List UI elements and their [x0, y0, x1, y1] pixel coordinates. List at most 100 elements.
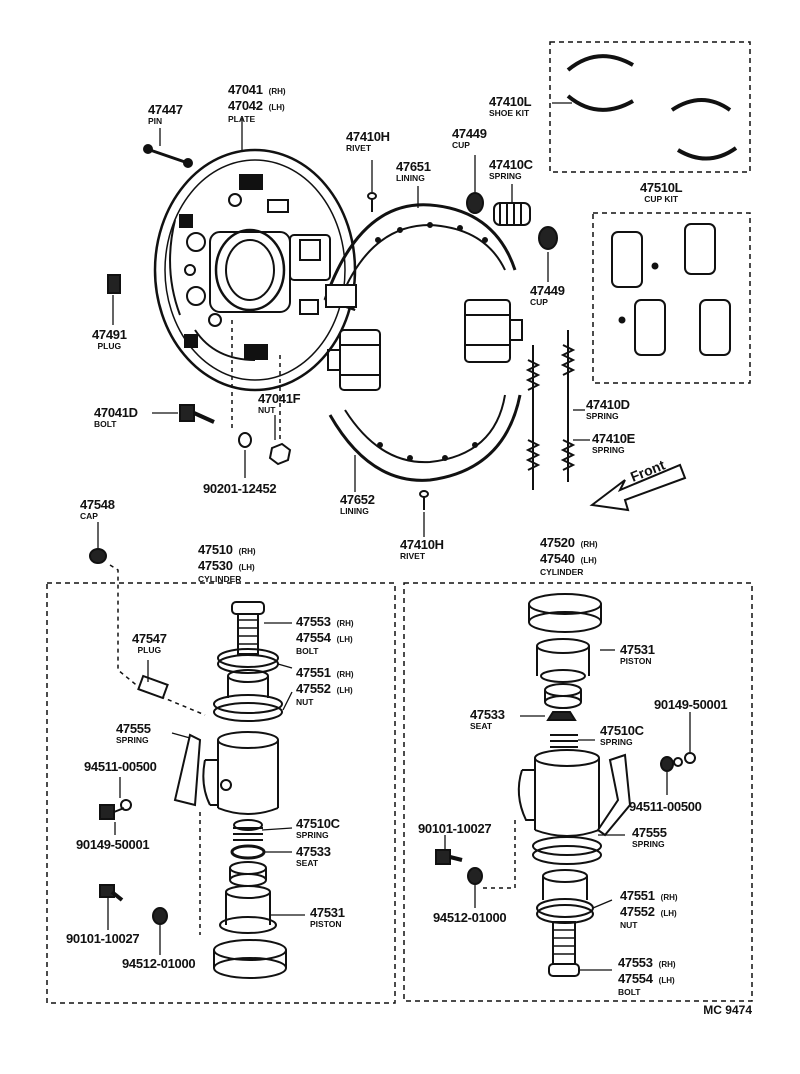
left-plug-part — [137, 674, 169, 700]
label-spring-d: 47410D SPRING — [586, 398, 630, 421]
left-seat — [230, 844, 266, 860]
left-small-bolt-b — [99, 884, 124, 902]
part-name: BOLT — [618, 987, 641, 997]
right-cylinder-body — [517, 749, 600, 837]
part-number: 47491 — [92, 327, 127, 342]
washer-top-part — [238, 432, 252, 448]
part-number: 47042 — [228, 98, 263, 113]
label-spring-e: 47410E SPRING — [592, 432, 635, 455]
label-left-bolt: 47553(RH) 47554(LH) BOLT — [296, 614, 354, 656]
side-tag: (LH) — [268, 103, 285, 112]
side-tag: (LH) — [658, 976, 675, 985]
part-name: PLUG — [97, 341, 122, 351]
part-name: RIVET — [346, 143, 372, 153]
part-number: 90101-10027 — [66, 931, 140, 946]
label-lining-top: 47651 LINING — [396, 160, 431, 183]
label-left-94512: 94512-01000 — [122, 956, 196, 971]
part-number: 47041F — [258, 391, 301, 406]
part-number: 47449 — [530, 283, 565, 298]
left-bleeder-bolt — [231, 601, 265, 655]
label-right-nut: 47551(RH) 47552(LH) NUT — [620, 888, 678, 930]
side-tag: (RH) — [658, 960, 676, 969]
right-seat — [546, 711, 577, 721]
part-name: SEAT — [470, 721, 493, 731]
side-tag: (RH) — [336, 619, 354, 628]
part-number: 47552 — [620, 904, 655, 919]
label-right-piston: 47531 PISTON — [620, 643, 655, 666]
part-number: 90101-10027 — [418, 821, 492, 836]
label-right-spring: 47555 SPRING — [632, 826, 667, 849]
side-tag: (RH) — [238, 547, 256, 556]
label-left-spring-c: 47510C SPRING — [296, 817, 340, 840]
side-tag: (LH) — [238, 563, 255, 572]
part-number: 47510L — [640, 180, 683, 195]
part-name: SPRING — [586, 411, 619, 421]
leader-lines — [97, 102, 691, 971]
return-spring-e — [525, 439, 576, 482]
side-tag: (LH) — [336, 686, 353, 695]
nut-top-part — [268, 442, 292, 466]
part-number: 47510C — [296, 816, 340, 831]
spring-top-part — [493, 202, 531, 226]
front-arrow — [589, 463, 687, 512]
diagram-code: MC 9474 — [703, 1003, 752, 1017]
part-name: SPRING — [632, 839, 665, 849]
label-cap: 47548 CAP — [80, 498, 115, 521]
part-number: 47533 — [470, 707, 505, 722]
part-number: 47551 — [296, 665, 331, 680]
label-cylinder-right: 47520(RH) 47540(LH) CYLINDER — [540, 535, 598, 577]
label-right-94511: 94511-00500 — [629, 800, 702, 813]
part-name: SEAT — [296, 858, 319, 868]
side-tag: (RH) — [580, 540, 598, 549]
part-number: 47410H — [346, 129, 390, 144]
label-right-94512: 94512-01000 — [433, 911, 507, 924]
part-name: CUP KIT — [644, 194, 679, 204]
part-number: 47553 — [296, 614, 331, 629]
right-small-bolt-b — [435, 849, 463, 865]
right-nut-body — [532, 836, 602, 900]
label-plate: 47041(RH) 47042(LH) PLATE — [228, 82, 286, 124]
part-number: 94511-00500 — [629, 799, 702, 814]
label-cup-top: 47449 CUP — [452, 127, 487, 150]
shoe-cylinder-left — [327, 329, 381, 391]
left-dust-cup — [213, 939, 287, 979]
label-left-plug: 47547 PLUG — [132, 632, 167, 655]
part-number: 47041 — [228, 82, 263, 97]
label-shoe-kit: 47410L SHOE KIT — [489, 95, 532, 118]
label-cup-kit: 47510L CUP KIT — [640, 180, 683, 204]
part-name: NUT — [620, 920, 638, 930]
side-tag: (RH) — [336, 670, 354, 679]
side-tag: (LH) — [580, 556, 597, 565]
right-spring-part — [596, 753, 632, 837]
part-number: 47554 — [618, 971, 653, 986]
label-plug-top: 47491 PLUG — [92, 328, 127, 351]
part-name: PLATE — [228, 114, 256, 124]
right-small-bolt-a — [673, 752, 696, 767]
label-right-90101: 90101-10027 — [418, 821, 492, 836]
label-left-nut: 47551(RH) 47552(LH) NUT — [296, 665, 354, 707]
part-number: 47555 — [116, 721, 151, 736]
left-cylinder-box — [46, 582, 396, 1004]
label-left-seat: 47533 SEAT — [296, 845, 331, 868]
part-name: CAP — [80, 511, 98, 521]
part-name: SPRING — [600, 737, 633, 747]
part-number: 47410E — [592, 431, 636, 446]
label-washer-top: 90201-12452 — [203, 482, 277, 495]
part-number: 94512-01000 — [122, 956, 196, 971]
rivet-top-part — [367, 192, 377, 212]
part-number: 47531 — [620, 642, 655, 657]
part-number: 47410C — [489, 157, 533, 172]
label-left-94511: 94511-00500 — [84, 760, 157, 773]
cup-mid-part — [538, 226, 558, 250]
part-name: SHOE KIT — [489, 108, 530, 118]
left-piston — [219, 885, 277, 934]
left-nut-body — [213, 669, 283, 722]
part-number: 47530 — [198, 558, 233, 573]
part-number: 94511-00500 — [84, 759, 157, 774]
part-number: 47553 — [618, 955, 653, 970]
part-name: CUP — [452, 140, 470, 150]
plug-top-part — [107, 274, 121, 294]
part-number: 47652 — [340, 492, 375, 507]
part-name: LINING — [396, 173, 425, 183]
left-piston-small — [229, 861, 267, 887]
